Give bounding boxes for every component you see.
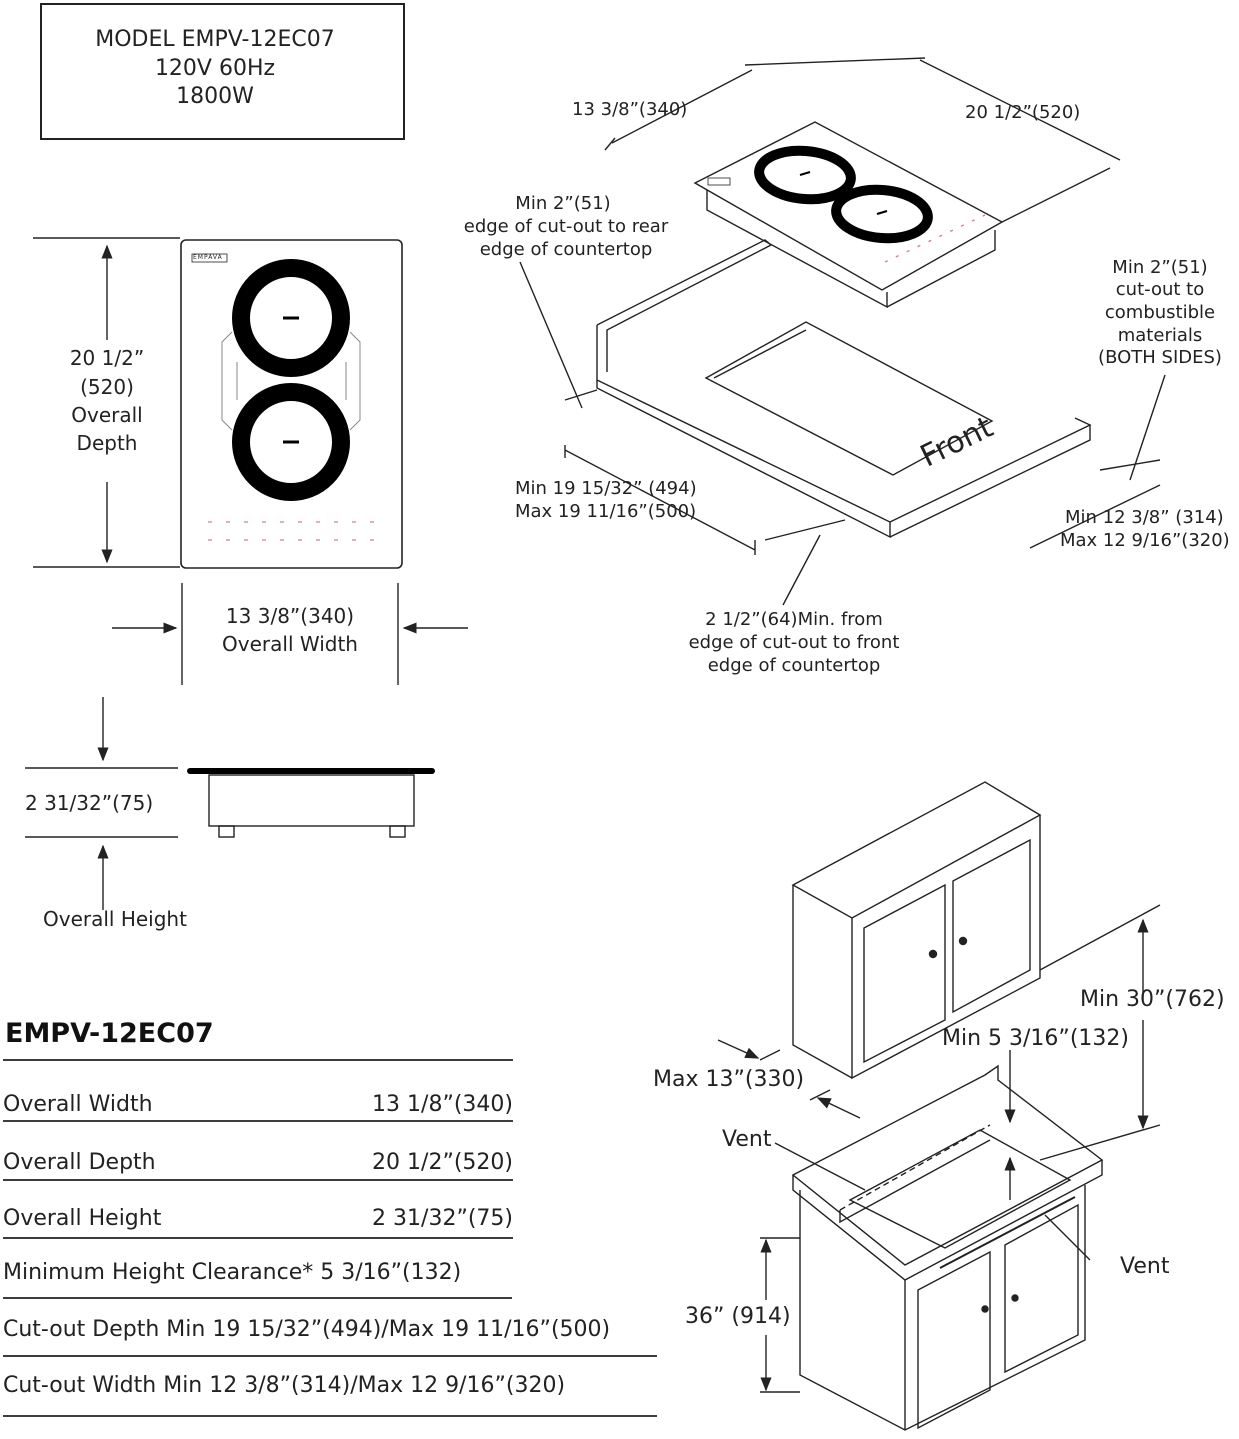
height-value: 2 31/32”(75): [25, 791, 154, 815]
iso-cooktop: [693, 121, 1004, 309]
cooktop-side-view: [187, 768, 435, 838]
vent-right-label: Vent: [1120, 1254, 1170, 1279]
cutout-depth-min: Min 19 15/32” (494): [515, 478, 697, 499]
spec-row-label: Overall Width: [3, 1092, 153, 1117]
side-clearance-3: combustible: [1104, 302, 1216, 323]
spec-row-label: Cut-out Depth Min 19 15/32”(494)/Max 19 …: [3, 1317, 611, 1342]
min-5-label: Min 5 3/16”(132): [942, 1026, 1129, 1051]
front-clearance-3: edge of countertop: [707, 655, 881, 676]
rear-clearance-2: edge of cut-out to rear: [463, 216, 669, 237]
cutout-width-max: Max 12 9/16”(320): [1060, 530, 1230, 551]
spec-row-label: Minimum Height Clearance* 5 3/16”(132): [3, 1260, 462, 1285]
spec-row-value: 20 1/2”(520): [372, 1150, 513, 1175]
vent-left-label: Vent: [722, 1127, 772, 1152]
counter-height-label: 36” (914): [685, 1304, 791, 1329]
spec-table-title: EMPV-12EC07: [5, 1018, 214, 1049]
cutout-width-min: Min 12 3/8” (314): [1065, 507, 1224, 528]
iso-width-dim: 13 3/8”(340): [572, 99, 688, 120]
lower-cabinet: [791, 1064, 1104, 1431]
side-clearance-4: materials: [1117, 325, 1203, 346]
rear-clearance-1: Min 2”(51): [515, 193, 611, 214]
front-clearance-2: edge of cut-out to front: [688, 632, 900, 653]
spec-row-label: Cut-out Width Min 12 3/8”(314)/Max 12 9/…: [3, 1373, 566, 1398]
cooktop-top-view: [180, 239, 403, 569]
height-label: Overall Height: [43, 907, 187, 931]
side-clearance-2: cut-out to: [1115, 279, 1205, 300]
width-label: Overall Width: [222, 632, 358, 656]
cutout-depth-max: Max 19 11/16”(500): [515, 501, 697, 522]
model-number: MODEL EMPV-12EC07: [95, 27, 335, 52]
spec-row-label: Overall Height: [3, 1206, 162, 1231]
min-30-label: Min 30”(762): [1080, 987, 1225, 1012]
upper-cabinet: [791, 781, 1042, 1080]
front-clearance-1: 2 1/2”(64)Min. from: [705, 609, 883, 630]
depth-value: 20 1/2”: [69, 346, 145, 370]
rear-clearance-3: edge of countertop: [479, 239, 653, 260]
side-clearance-5: (BOTH SIDES): [1098, 347, 1222, 368]
max-13-label: Max 13”(330): [653, 1067, 805, 1092]
iso-depth-dim: 20 1/2”(520): [965, 102, 1081, 123]
brand-logo: EMPAVA: [193, 254, 223, 261]
spec-row-label: Overall Depth: [3, 1150, 156, 1175]
spec-row-value: 2 31/32”(75): [372, 1206, 513, 1231]
spec-row-value: 13 1/8”(340): [372, 1092, 513, 1117]
depth-mm: (520): [80, 375, 134, 399]
width-value: 13 3/8”(340): [225, 604, 355, 628]
model-box-frame: [40, 3, 405, 140]
model-voltage: 120V 60Hz: [154, 56, 276, 81]
depth-label-2: Depth: [76, 431, 138, 455]
side-clearance-1: Min 2”(51): [1112, 257, 1208, 278]
depth-label-1: Overall: [71, 403, 143, 427]
model-wattage: 1800W: [176, 84, 254, 109]
